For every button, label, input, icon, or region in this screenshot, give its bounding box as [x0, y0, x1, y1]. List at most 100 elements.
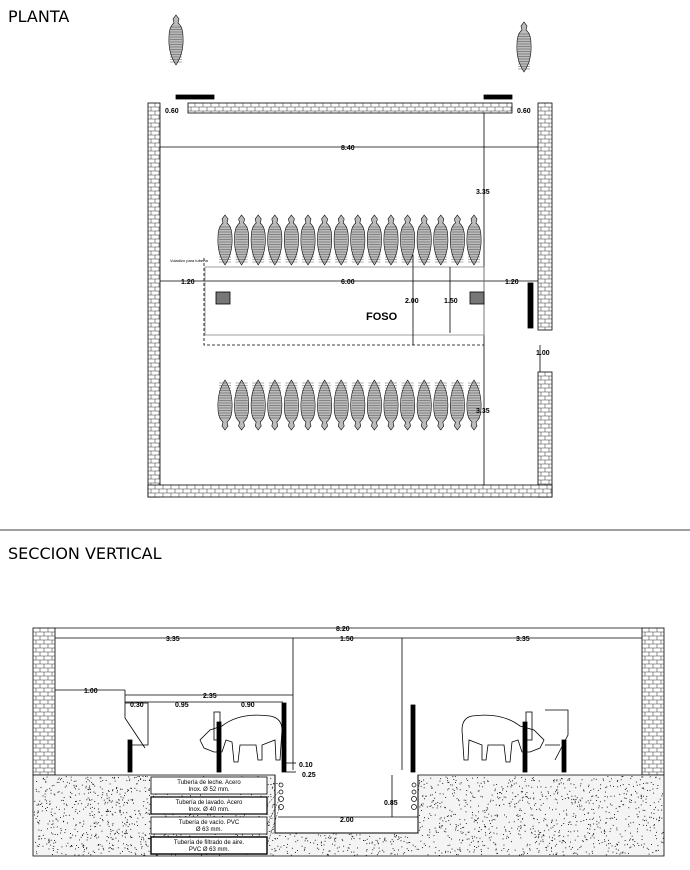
plan-cow-top [300, 214, 316, 266]
plan-cow-bottom [350, 379, 366, 431]
plan-cow-bottom [250, 379, 266, 431]
section-lines [55, 627, 642, 834]
dim-pit-length: 6.00 [341, 279, 355, 286]
cow-left [199, 714, 283, 763]
overhang-label: Voladizo para tubería [170, 258, 209, 263]
svg-text:Tubería de leche. Acero: Tubería de leche. Acero [177, 780, 241, 786]
ground-fill [32, 774, 665, 857]
svg-text:PVC Ø 63 mm.: PVC Ø 63 mm. [189, 847, 230, 853]
plan-cow-bottom [217, 379, 233, 431]
pit-label: FOSO [366, 311, 398, 323]
plan-cow-top [449, 214, 465, 266]
section-title: SECCION VERTICAL [8, 544, 162, 563]
dim-right: 3.35 [516, 636, 530, 643]
plan-cow-top [366, 214, 382, 266]
window-right [483, 94, 513, 100]
window-left [175, 94, 215, 100]
plan-wall-left [147, 102, 161, 498]
plan-cow-bottom [466, 379, 482, 431]
pipe-label-milk: Tubería de leche. Acero Inox. Ø 52 mm. [150, 776, 268, 795]
plan-lines [160, 94, 541, 485]
plan-wall-right-upper [537, 102, 553, 331]
plan-wall-right-lower [537, 371, 553, 498]
plan-title: PLANTA [8, 7, 70, 26]
plan-wall-top [187, 102, 513, 114]
plan-cow-top [416, 214, 432, 266]
dim-side-left: 1.20 [181, 279, 195, 286]
dim-wall-right: 0.60 [517, 108, 531, 115]
dim-d1: 0.95 [175, 702, 189, 709]
plan-cow-bottom [400, 379, 416, 431]
pipe-label-air: Tubería de filtrado de aire. PVC Ø 63 mm… [150, 836, 268, 855]
svg-text:Ø 63 mm.: Ø 63 mm. [196, 827, 223, 833]
dim-feeder: 0.30 [130, 702, 144, 709]
pipe-circle [278, 789, 284, 795]
pipe-label-vacuum: Tubería de vacío. PVC Ø 63 mm. [150, 816, 268, 835]
plan-cow-bottom [383, 379, 399, 431]
plan-cow-top [217, 214, 233, 266]
plan-cow-top [433, 214, 449, 266]
pipe-labels: Tubería de leche. Acero Inox. Ø 52 mm. T… [150, 776, 281, 855]
plan-cow-top [400, 214, 416, 266]
dim-middle: 1.50 [340, 636, 354, 643]
dim-outer-width: 2.00 [405, 298, 419, 305]
pipe-circle [278, 796, 284, 802]
dim-door: 1.00 [536, 350, 550, 357]
pit-step-left [215, 291, 231, 305]
plan-cow-bottom [416, 379, 432, 431]
section-wall-right [641, 627, 665, 776]
svg-text:Tubería de lavado. Acero: Tubería de lavado. Acero [176, 800, 243, 806]
dim-depth-top: 3.35 [476, 189, 490, 196]
plan-cow-top [333, 214, 349, 266]
pit-step-right [469, 291, 485, 305]
plan-cow-bottom [449, 379, 465, 431]
svg-text:Inox. Ø 52 mm.: Inox. Ø 52 mm. [188, 787, 229, 793]
dim-depth-bottom: 3.35 [476, 408, 490, 415]
plan-cow-top [250, 214, 266, 266]
brick-walls [32, 102, 665, 776]
section-wall-left [32, 627, 56, 776]
dim-step: 0.25 [302, 772, 316, 779]
dim-curb: 0.10 [299, 762, 313, 769]
pipe-circle [411, 782, 417, 788]
plan-cow-top [383, 214, 399, 266]
plan-cow-top [234, 214, 250, 266]
dim-stall: 2.35 [203, 693, 217, 700]
pipe-circle [411, 804, 417, 810]
plan-cow-top [283, 214, 299, 266]
dim-d2: 0.90 [241, 702, 255, 709]
plan-cow-bottom [234, 379, 250, 431]
plan-cow-top [267, 214, 283, 266]
plan-cow-top [350, 214, 366, 266]
cow-stalls [168, 14, 532, 431]
plan-cow-top [466, 214, 482, 266]
plan-cow-bottom [333, 379, 349, 431]
plan-cow-bottom [433, 379, 449, 431]
dim-total: 8.20 [336, 626, 350, 633]
pipe-circle [278, 804, 284, 810]
svg-text:Tubería de vacío. PVC: Tubería de vacío. PVC [179, 820, 240, 826]
dim-total-width: 8.40 [341, 145, 355, 152]
plan-wall-bottom [147, 484, 553, 498]
dim-pit-depth: 0.85 [384, 800, 398, 807]
pipe-circle [411, 796, 417, 802]
pipe-label-wash: Tubería de lavado. Acero Inox. Ø 40 mm. [150, 796, 268, 815]
plan-cow-top [317, 214, 333, 266]
cow-right [461, 714, 545, 763]
pipe-circle [411, 789, 417, 795]
svg-text:Tubería de filtrado de aire.: Tubería de filtrado de aire. [174, 840, 244, 846]
dim-pit-width: 2.00 [340, 817, 354, 824]
dim-left: 3.35 [166, 636, 180, 643]
plan-cow-isolated-right [516, 21, 532, 73]
plan-cow-bottom [317, 379, 333, 431]
plan-cow-bottom [300, 379, 316, 431]
dim-pit-width: 1.50 [444, 298, 458, 305]
plan-cow-isolated-left [168, 14, 184, 66]
plan-cow-bottom [267, 379, 283, 431]
plan-cow-bottom [366, 379, 382, 431]
dim-wall-left: 0.60 [165, 108, 179, 115]
plan-cow-bottom [283, 379, 299, 431]
pipe-circle [278, 782, 284, 788]
dim-side-right: 1.20 [505, 279, 519, 286]
